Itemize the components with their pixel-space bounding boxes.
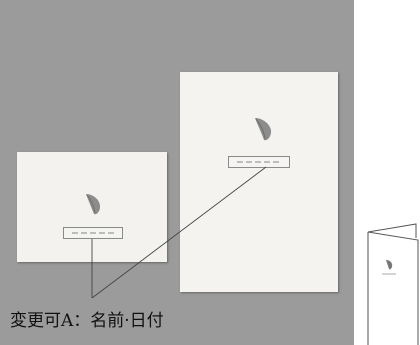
leaf-motif-icon xyxy=(255,118,272,141)
caption-changeable-fields: 変更可A：名前·日付 xyxy=(10,308,166,334)
folded-card-outline-icon xyxy=(367,223,419,345)
leaf-motif-icon xyxy=(86,194,101,215)
name-date-field xyxy=(63,227,123,239)
card-portrait xyxy=(180,72,338,292)
name-date-field xyxy=(228,156,290,168)
product-photo xyxy=(0,0,354,345)
card-landscape xyxy=(17,152,167,262)
